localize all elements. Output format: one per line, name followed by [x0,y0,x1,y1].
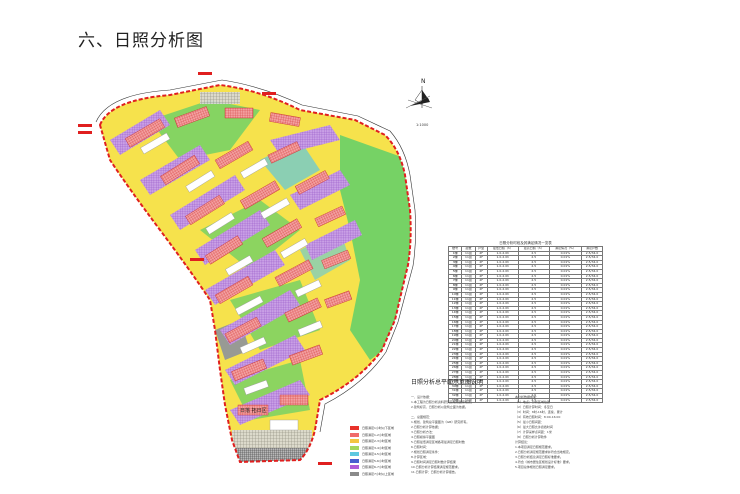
legend-swatch [350,452,359,456]
note-line: （8）日照分析计算软件 [515,435,547,439]
note-line: 5.日照最低满足区域各项最满足日照时数 [411,440,465,444]
note-line: 8.计算区域： [411,455,429,459]
legend-swatch [350,458,359,463]
legend-label: 日照满足5-6小时区域 [362,458,391,463]
table-cell: 2.5/34.0 [581,397,603,404]
note-line: 6.日照时间： [411,445,429,449]
legend-label: 日照满足1-2小时区域 [362,432,391,437]
legend-item: 日照满足4-5小时区域 [350,451,400,457]
table-cell: 2F [474,397,488,404]
note-line: （4）有效日照时间：8:00-16:00 [515,415,561,419]
legend-item: 日照满足3-4小时区域 [350,445,400,451]
notes-left-column: 一、设计依据：1.本工程为日照分析资料研究及规划国家规定。2.建筑标高、日照分析… [411,395,509,475]
note-line: 11.日照计算：日照分析计算报告。 [411,470,458,474]
table-cell: 11层 [461,397,476,404]
north-label: N [421,78,426,85]
note-line: 2.日照分析计算依据； [411,425,441,429]
legend-swatch [350,432,359,437]
note-line: 1.本工程为日照分析资料研究及规划国家规定。 [411,400,474,404]
legend-item: 日照满足1小时以下区域 [350,425,400,431]
note-line: （1）地点：分析区域位置 [515,400,550,404]
note-line: 3.日照分析方法： [411,430,435,434]
note-line: 2.建筑标高、日照分析以建筑立面为依据。 [411,405,468,409]
sunlight-legend: 日照满足1小时以下区域日照满足1-2小时区域日照满足2-3小时区域日照满足3-4… [350,425,400,476]
sunlight-table: 日照分析时段及其满足情况一览表 楼号层数户型最低日照（h）最高日照（h）满足情况… [447,240,603,404]
page-title: 六、日照分析图 [78,31,204,51]
note-line: （3）时间：8时-16时，连续、累计 [515,410,563,414]
analysis-notes: 日照分析总平面示意图说明 一、设计依据：1.本工程为日照分析资料研究及规划国家规… [395,372,640,492]
note-line: （6）最大日照允许遮挡时间 [515,425,553,429]
table-title: 日照分析时段及其满足情况一览表 [499,241,552,245]
note-line: 9.日照时间满足日照时数计算结果 [411,460,456,464]
note-line: 5.项目总体规划日照满足要求。 [515,465,557,469]
north-arrow-icon [405,86,433,109]
scale-label: 1:1000 [416,123,429,127]
legend-swatch [350,471,359,476]
note-line: 本分析数据成果： [515,395,540,399]
legend-swatch [350,465,359,469]
note-line: 一、设计依据： [411,395,433,399]
notes-right-column: 本分析数据成果：（1）地点：分析区域位置（2）日照计算时间：冬至日（3）时间：8… [515,395,635,470]
legend-item: 日照满足1-2小时区域 [350,432,400,438]
legend-item: 日照满足6-7小时区域 [350,464,400,470]
note-line: 计算结论： [515,440,531,444]
legend-item: 日照满足7小时以上区域 [350,471,400,477]
notes-title: 日照分析总平面示意图说明 [411,379,484,386]
block-label: 日落 拓日区 [240,407,267,414]
legend-label: 日照满足1小时以下区域 [362,426,394,430]
legend-label: 日照满足7小时以上区域 [362,471,394,476]
note-line: 2.日照分析满足规范要求并符合当地规定。 [515,450,572,454]
legend-item: 日照满足2-3小时区域 [350,438,400,444]
note-line: 7.规划日照满足条件： [411,450,441,454]
note-line: 4.符合《城市居住区规划设计标准》要求。 [515,460,572,464]
note-line: 3.日照分析结论满足日照标准要求。 [515,455,563,459]
note-line: 1.规划、建筑总平面图为《GB》研究所有。 [411,420,470,424]
note-line: （2）日照计算时间：冬至日 [515,405,553,409]
legend-swatch [350,439,359,443]
legend-label: 日照满足4-5小时区域 [362,452,391,456]
legend-label: 日照满足3-4小时区域 [362,445,391,450]
table-cell: 0.01% [548,397,583,404]
legend-label: 日照满足6-7小时区域 [362,465,391,469]
note-line: （5）最小日照间距： [515,420,544,424]
legend-item: 日照满足5-6小时区域 [350,458,400,464]
legend-swatch [350,445,359,450]
legend-label: 日照满足2-3小时区域 [362,439,391,443]
note-line: 二、总图规范： [411,415,433,419]
note-line: 4.日照模拟平面图 [411,435,435,439]
note-line: 1.本项目满足日照规范要求。 [515,445,554,449]
legend-swatch [350,426,359,430]
note-line: （7）计算采样点间距：1米 [515,430,552,434]
note-line: 10.日照分析计算结果满足规范要求。 [411,465,461,469]
